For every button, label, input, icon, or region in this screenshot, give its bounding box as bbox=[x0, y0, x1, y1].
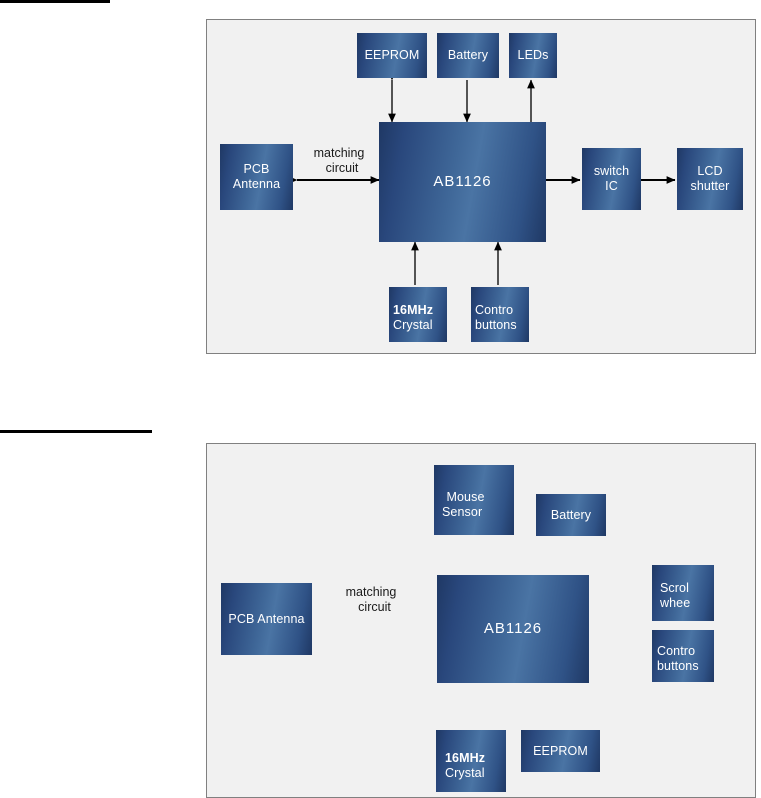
block-label-line1: Battery bbox=[447, 48, 489, 63]
block-eeprom-d2[interactable]: EEPROM bbox=[521, 730, 600, 772]
block-pcb-antenna-d2[interactable]: PCB Antenna bbox=[221, 583, 312, 655]
block-label-line1: EEPROM bbox=[533, 743, 588, 758]
block-label-line2: IC bbox=[605, 179, 618, 193]
block-eeprom-d1[interactable]: EEPROM bbox=[357, 33, 427, 78]
block-label-line1: PCB Antenna bbox=[228, 611, 305, 626]
block-label-line1: EEPROM bbox=[364, 48, 420, 63]
block-label-line1: Scrol bbox=[660, 581, 689, 596]
edge-label-matching-circuit-d1: matching circuit bbox=[305, 146, 379, 177]
edge-label-line1: matching bbox=[345, 585, 397, 599]
chip-label: AB1126 bbox=[483, 620, 543, 638]
block-control-buttons-d2[interactable]: Contro buttons bbox=[652, 630, 714, 682]
block-chip-ab1126-d1[interactable]: AB1126 bbox=[379, 122, 546, 242]
block-label-line2: Antenna bbox=[232, 177, 281, 191]
block-label-line1: LCD bbox=[697, 164, 723, 179]
block-label-line2: Crystal bbox=[393, 318, 433, 332]
block-label-line2: buttons bbox=[657, 658, 699, 673]
block-label-line1: Battery bbox=[550, 507, 592, 522]
block-pcb-antenna-d1[interactable]: PCB Antenna bbox=[220, 144, 293, 210]
block-label-line1: Contro bbox=[657, 643, 696, 658]
edge-label-line2: circuit bbox=[358, 600, 391, 615]
edge-label-line2: circuit bbox=[325, 161, 359, 176]
block-label-line1: Contro bbox=[475, 303, 514, 318]
block-battery-d1[interactable]: Battery bbox=[437, 33, 499, 78]
block-leds-d1[interactable]: LEDs bbox=[509, 33, 557, 78]
block-battery-d2[interactable]: Battery bbox=[536, 494, 606, 536]
block-label-line1: switch bbox=[593, 164, 630, 179]
block-label-line1: Mouse bbox=[446, 490, 485, 505]
block-label-line1: PCB bbox=[243, 162, 270, 177]
block-switch-ic-d1[interactable]: switch IC bbox=[582, 148, 641, 210]
chip-label: AB1126 bbox=[433, 173, 492, 191]
block-chip-ab1126-d2[interactable]: AB1126 bbox=[437, 575, 589, 683]
block-control-buttons-d1[interactable]: Contro buttons bbox=[471, 287, 529, 342]
mid-divider-rule bbox=[0, 430, 152, 433]
block-label-line2: Sensor bbox=[442, 505, 483, 519]
edge-label-line1: matching bbox=[313, 146, 365, 160]
block-crystal-d2[interactable]: 16MHz Crystal bbox=[436, 730, 506, 792]
block-crystal-d1[interactable]: 16MHz Crystal bbox=[389, 287, 447, 342]
block-label-line1: LEDs bbox=[517, 48, 549, 63]
block-label-line2: Crystal bbox=[445, 765, 485, 780]
block-scroll-wheel-d2[interactable]: Scrol whee bbox=[652, 565, 714, 621]
block-label-line1: 16MHz bbox=[393, 303, 434, 318]
edge-label-matching-circuit-d2: matching circuit bbox=[337, 585, 412, 616]
block-label-line2: whee bbox=[660, 596, 691, 610]
block-mouse-sensor-d2[interactable]: Mouse Sensor bbox=[434, 465, 514, 535]
block-label-line2: shutter bbox=[690, 179, 730, 193]
block-label-line2: buttons bbox=[475, 318, 517, 332]
top-divider-rule bbox=[0, 0, 110, 3]
block-label-line1: 16MHz bbox=[445, 750, 486, 765]
block-lcd-shutter-d1[interactable]: LCD shutter bbox=[677, 148, 743, 210]
